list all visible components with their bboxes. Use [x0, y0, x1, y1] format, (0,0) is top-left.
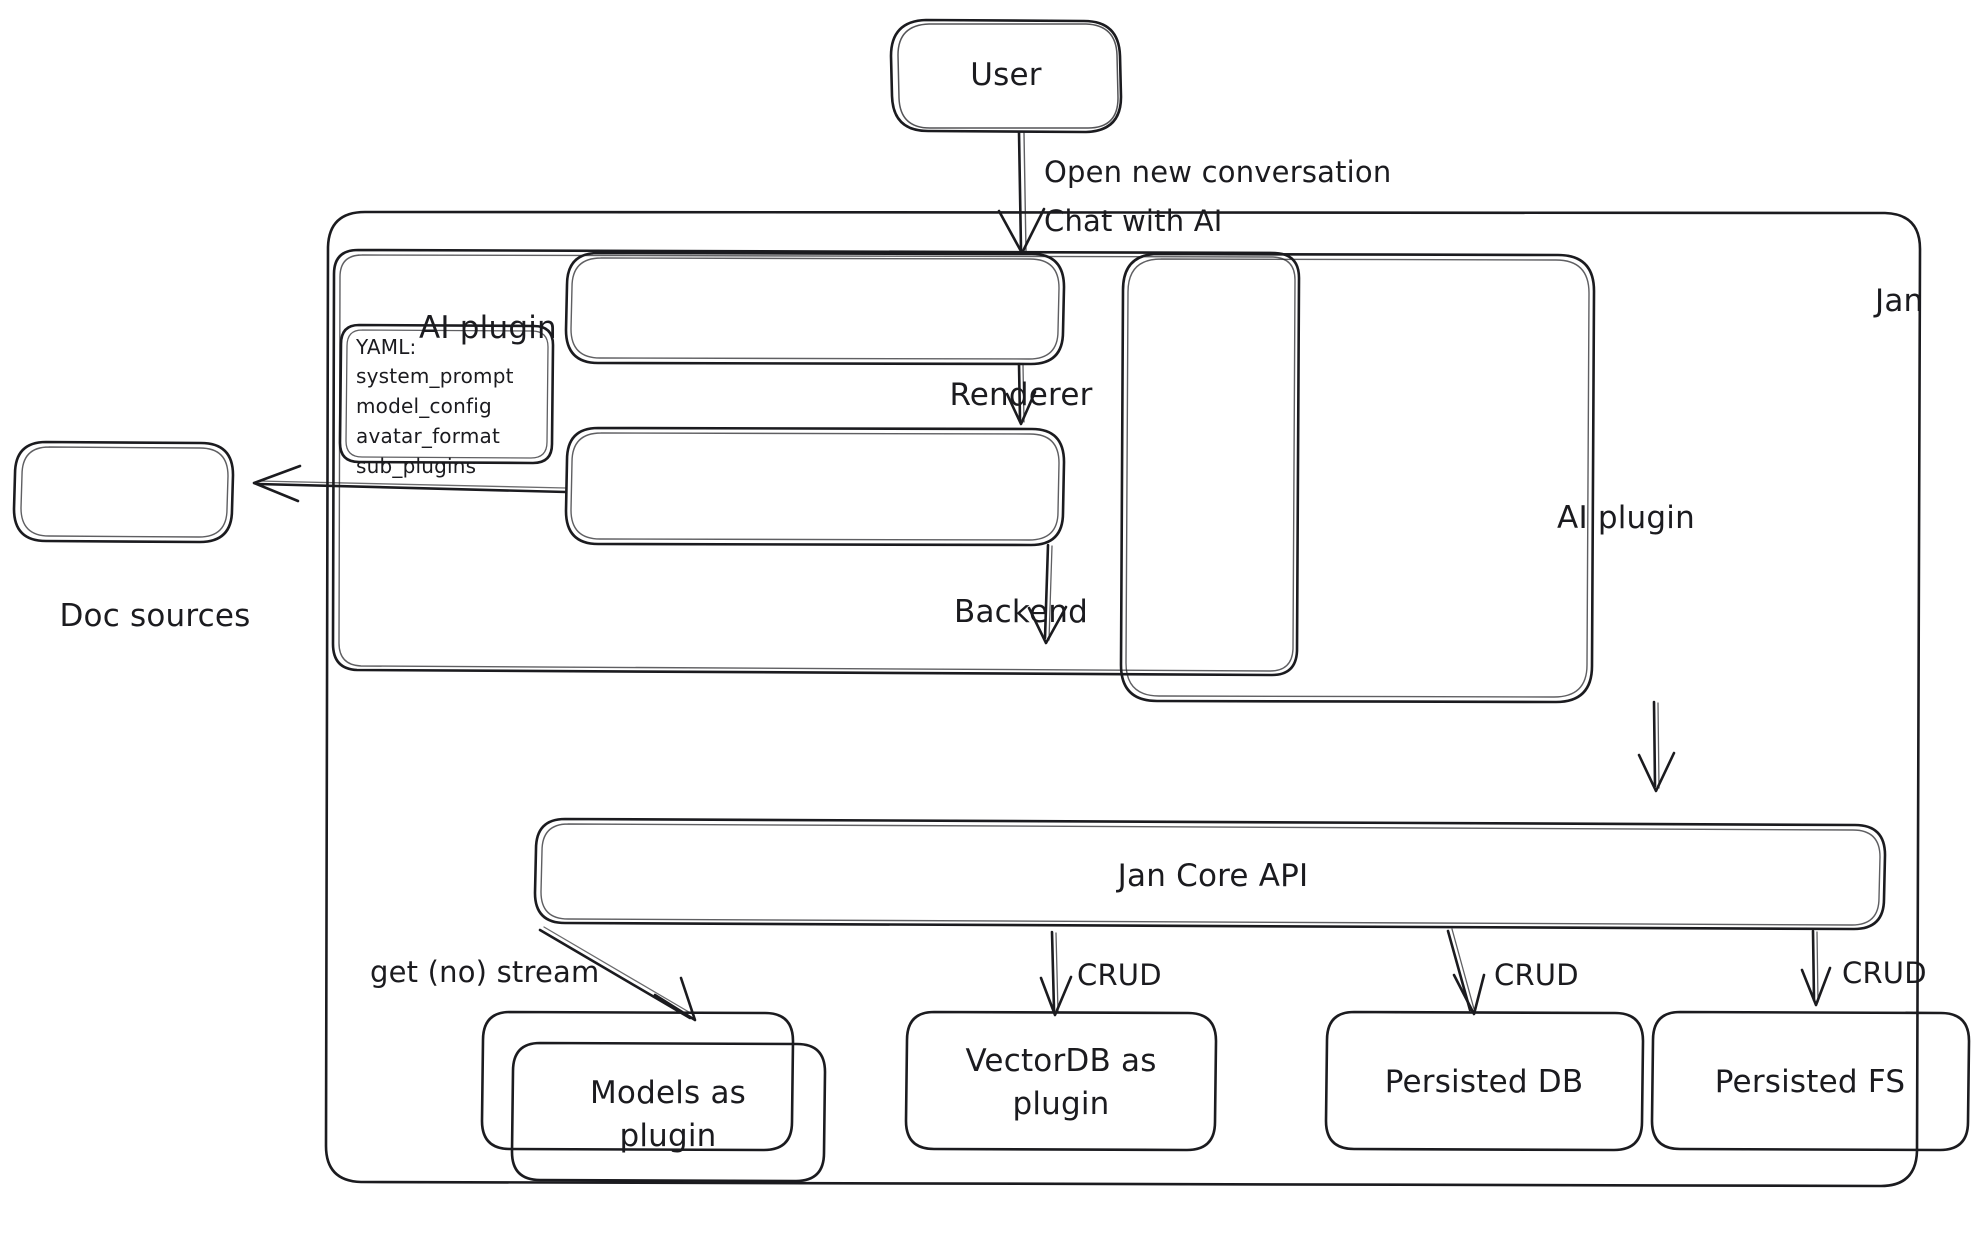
persisted-db-box-shape[interactable] — [1324, 1010, 1645, 1152]
doc-sources-box-shape[interactable] — [12, 440, 235, 544]
jan-core-api-shape[interactable] — [533, 817, 1887, 931]
jan-container-shape[interactable] — [324, 210, 1922, 1188]
models-box-front-shape[interactable] — [510, 1041, 827, 1183]
persisted-fs-box-shape[interactable] — [1650, 1010, 1971, 1152]
edge-renderer-to-backend — [1005, 362, 1037, 426]
renderer-box-shape[interactable] — [564, 251, 1066, 366]
edge-core-to-persistedfs — [1800, 929, 1832, 1007]
edge-backend-to-core — [1027, 543, 1068, 645]
models-box-back-shape[interactable] — [480, 1010, 795, 1152]
edge-user-to-renderer — [997, 130, 1046, 255]
edge-core-to-persisteddb — [1446, 928, 1486, 1016]
edge-backend-to-docsources — [252, 464, 568, 503]
yaml-note-shape[interactable] — [338, 323, 555, 465]
user-box-shape[interactable] — [889, 18, 1123, 134]
vectordb-box-shape[interactable] — [904, 1010, 1218, 1152]
ai-plugin-box-shape[interactable] — [1119, 252, 1596, 704]
edge-core-to-vectordb — [1039, 930, 1073, 1017]
backend-box-shape[interactable] — [564, 426, 1066, 547]
edge-aiplugin-to-core — [1637, 700, 1676, 793]
ai-plugin-group-shape[interactable] — [331, 248, 1301, 677]
edge-core-to-models — [538, 926, 697, 1022]
